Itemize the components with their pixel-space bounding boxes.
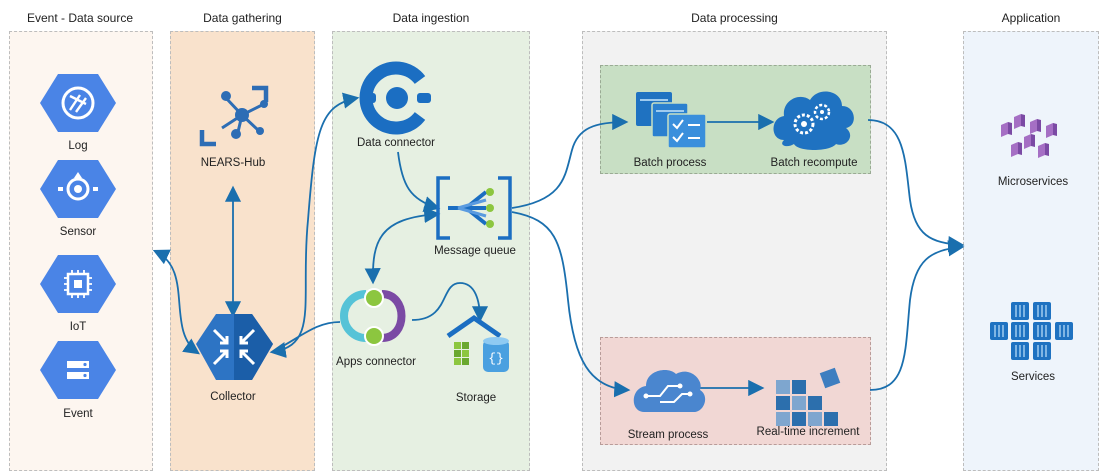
connectors [152, 92, 965, 398]
sensor-icon [40, 160, 116, 218]
microservices-icon [1001, 114, 1057, 158]
stream-process-label: Stream process [627, 429, 709, 441]
arrow-apps-storage [411, 282, 489, 323]
arrow-mq-batch [511, 113, 629, 209]
source-label-sensor: Sensor [59, 226, 97, 238]
batch-recompute-icon [773, 91, 854, 150]
collector-icon [196, 314, 273, 380]
collector-label: Collector [210, 391, 256, 403]
arrow-recompute-app [867, 119, 965, 253]
stream-process-icon [633, 370, 706, 412]
arrow-apps-collector [271, 321, 341, 353]
services-label: Services [1010, 371, 1056, 383]
log-icon [40, 74, 116, 132]
column-title-source: Event - Data source [26, 11, 134, 25]
storage-label: Storage [455, 392, 497, 404]
column-title-processing: Data processing [691, 11, 778, 25]
hub-icon [199, 85, 269, 147]
storage-icon: {} [446, 314, 509, 372]
realtime-increment-label: Real-time increment [756, 426, 860, 438]
arrow-realtime-app [869, 240, 965, 391]
apps-connector-label: Apps connector [336, 356, 416, 368]
iot-icon [40, 255, 116, 313]
message-queue-icon [436, 176, 512, 240]
svg-text:{}: {} [488, 351, 504, 366]
batch-process-icon [636, 92, 707, 149]
microservices-label: Microservices [997, 176, 1069, 188]
services-icon [990, 302, 1073, 360]
event-icon [40, 341, 116, 399]
source-label-iot: IoT [69, 321, 87, 333]
column-title-ingestion: Data ingestion [392, 11, 470, 25]
lane-application [963, 31, 1099, 471]
source-label-log: Log [68, 140, 88, 152]
column-title-application: Application [1001, 11, 1061, 25]
column-title-gathering: Data gathering [203, 11, 282, 25]
batch-process-label: Batch process [633, 157, 707, 169]
arrow-mq-apps [364, 206, 441, 285]
arrow-mq-stream [511, 211, 631, 398]
hub-label: NEARS-Hub [200, 157, 266, 169]
arrow-source-collector [152, 249, 200, 355]
realtime-increment-icon [776, 367, 841, 426]
arrow-dataconnector-mq [397, 151, 441, 212]
data-connector-label: Data connector [357, 137, 435, 149]
message-queue-label: Message queue [434, 245, 516, 257]
data-connector-icon [359, 61, 431, 135]
source-label-event: Event [63, 408, 93, 420]
batch-recompute-label: Batch recompute [770, 157, 858, 169]
apps-connector-icon [340, 288, 406, 346]
